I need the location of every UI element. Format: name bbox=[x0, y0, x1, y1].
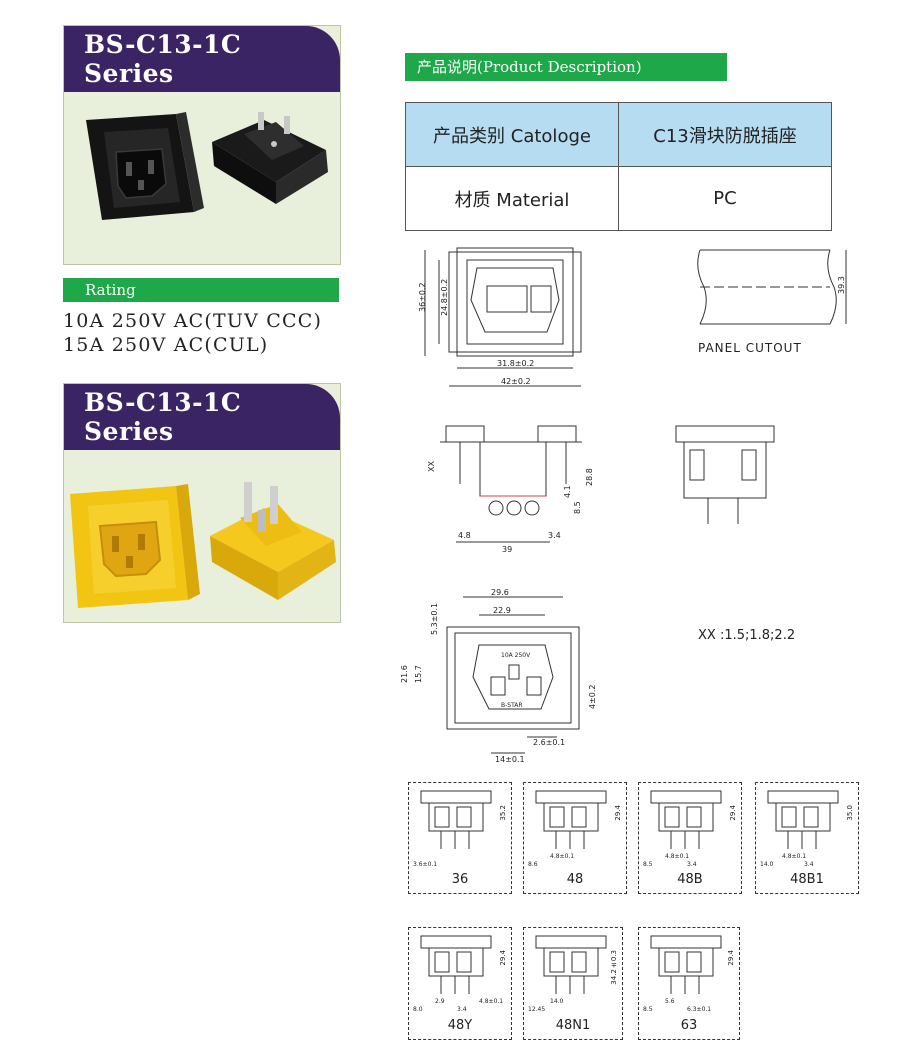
variant-drawing bbox=[650, 790, 722, 849]
dim-label: 3.4 bbox=[457, 1006, 467, 1013]
dim-label: 24.8±0.2 bbox=[440, 279, 449, 316]
table-row: 材质 Material PC bbox=[405, 166, 832, 231]
dim-label: 21.6 bbox=[400, 665, 409, 683]
dim-label: 4.1 bbox=[563, 485, 572, 498]
series-title: BS-C13-1C Series bbox=[64, 384, 340, 450]
series-panel-black: BS-C13-1C Series bbox=[63, 25, 341, 265]
variant-label: 48B bbox=[677, 872, 703, 887]
dim-label: 3.6±0.1 bbox=[413, 861, 438, 868]
dim-label: 3.4 bbox=[548, 531, 561, 540]
dim-label: 29.4 bbox=[499, 950, 507, 966]
spec-value: C13滑块防脱插座 bbox=[618, 102, 832, 167]
xx-note: XX :1.5;1.8;2.2 bbox=[698, 628, 796, 643]
socket-photo-yellow bbox=[70, 482, 336, 608]
panel-cutout-drawing: 39.3 PANEL CUTOUT bbox=[697, 249, 847, 355]
variant-drawing bbox=[535, 935, 607, 994]
dim-label: 28.8 bbox=[585, 468, 594, 486]
dim-label: 35.0 bbox=[846, 805, 854, 821]
variant-label: 63 bbox=[680, 1018, 698, 1033]
dim-label: 31.8±0.2 bbox=[497, 359, 534, 368]
panel-cutout-label: PANEL CUTOUT bbox=[698, 341, 802, 355]
dim-label: 29.4 bbox=[614, 805, 622, 821]
rating-mark: 10A 250V bbox=[501, 652, 531, 659]
product-description-label: 产品说明(Product Description) bbox=[405, 53, 727, 81]
table-row: 产品类别 Catologe C13滑块防脱插座 bbox=[405, 102, 832, 167]
dim-label: 15.7 bbox=[414, 665, 423, 683]
socket-photo-black bbox=[86, 112, 328, 220]
dim-label: 39.3 bbox=[837, 276, 846, 294]
side-view-drawing: XX 28.8 4.1 8.5 4.8 3.4 39 bbox=[427, 425, 594, 554]
variant-box-36: 36 35.2 3.6±0.1 bbox=[408, 782, 512, 894]
dim-label: 22.9 bbox=[493, 606, 511, 615]
dim-label: 2.6±0.1 bbox=[533, 738, 565, 747]
variant-box-48n1: 48N1 34.2±0.3 12.45 14.0 bbox=[523, 927, 623, 1040]
variant-drawing bbox=[535, 790, 607, 849]
spec-value: PC bbox=[618, 166, 832, 231]
dim-label: 42±0.2 bbox=[501, 377, 531, 386]
dim-label: 3.4 bbox=[687, 861, 697, 868]
series-title: BS-C13-1C Series bbox=[64, 26, 340, 92]
variant-drawing bbox=[420, 935, 492, 994]
dim-label: 4.8±0.1 bbox=[479, 998, 504, 1005]
series-panel-yellow: BS-C13-1C Series bbox=[63, 383, 341, 623]
dim-label: 5.3±0.1 bbox=[430, 603, 439, 635]
dim-label: 34.2±0.3 bbox=[610, 950, 618, 985]
dim-label: 8.6 bbox=[528, 861, 538, 868]
dim-label: 5.6 bbox=[665, 998, 675, 1005]
dim-label: 4.8 bbox=[458, 531, 471, 540]
dim-label: XX bbox=[427, 461, 436, 472]
rating-line-2: 15A 250V AC(CUL) bbox=[63, 334, 269, 356]
dim-label: 14.0 bbox=[760, 861, 774, 868]
variant-drawing bbox=[420, 790, 492, 849]
dim-label: 2.9 bbox=[435, 998, 445, 1005]
dim-label: 14±0.1 bbox=[495, 755, 525, 764]
dim-label: 29.4 bbox=[727, 950, 735, 966]
variant-box-63: 63 29.4 8.5 5.6 6.3±0.1 bbox=[638, 927, 740, 1040]
dim-label: 39 bbox=[502, 545, 512, 554]
dim-label: 8.0 bbox=[413, 1006, 423, 1013]
brand-mark: B-STAR bbox=[501, 702, 523, 709]
dim-label: 3.4 bbox=[804, 861, 814, 868]
rating-line-1: 10A 250V AC(TUV CCC) bbox=[63, 310, 323, 332]
variant-label: 48 bbox=[566, 872, 584, 887]
variant-label: 48N1 bbox=[555, 1018, 591, 1033]
dim-label: 8.5 bbox=[643, 1006, 653, 1013]
side-view-drawing-2 bbox=[675, 425, 775, 524]
variant-box-48y: 48Y 29.4 8.0 2.9 3.4 4.8±0.1 bbox=[408, 927, 512, 1040]
product-photo-yellow bbox=[64, 450, 340, 622]
face-view-drawing: 10A 250V B-STAR 29.6 22.9 5.3±0.1 21.6 1… bbox=[400, 588, 597, 764]
dim-label: 4.8±0.1 bbox=[550, 853, 575, 860]
dim-label: 4.8±0.1 bbox=[782, 853, 807, 860]
dim-label: 4±0.2 bbox=[588, 684, 597, 709]
dim-label: 35.2 bbox=[499, 805, 507, 821]
variant-label: 36 bbox=[451, 872, 469, 887]
dim-label: 6.3±0.1 bbox=[687, 1006, 712, 1013]
product-photo-black bbox=[64, 92, 340, 264]
dim-label: 36±0.2 bbox=[418, 282, 427, 312]
dim-label: 14.0 bbox=[550, 998, 564, 1005]
dim-label: 4.8±0.1 bbox=[665, 853, 690, 860]
dim-label: 12.45 bbox=[528, 1006, 546, 1013]
front-view-drawing: 36±0.2 24.8±0.2 31.8±0.2 42±0.2 bbox=[418, 247, 582, 387]
variant-box-48: 48 29.4 8.6 4.8±0.1 bbox=[523, 782, 627, 894]
dim-label: 29.4 bbox=[729, 805, 737, 821]
rating-label: Rating bbox=[63, 278, 339, 302]
variant-drawing bbox=[650, 935, 722, 994]
variant-label: 48Y bbox=[447, 1018, 473, 1033]
dim-label: 8.5 bbox=[573, 501, 582, 514]
spec-table: 产品类别 Catologe C13滑块防脱插座 材质 Material PC bbox=[405, 102, 832, 231]
dim-label: 8.5 bbox=[643, 861, 653, 868]
spec-key: 材质 Material bbox=[405, 166, 619, 231]
spec-key: 产品类别 Catologe bbox=[405, 102, 619, 167]
variant-drawing bbox=[767, 790, 839, 849]
variant-label: 48B1 bbox=[790, 872, 824, 887]
dim-label: 29.6 bbox=[491, 588, 509, 597]
